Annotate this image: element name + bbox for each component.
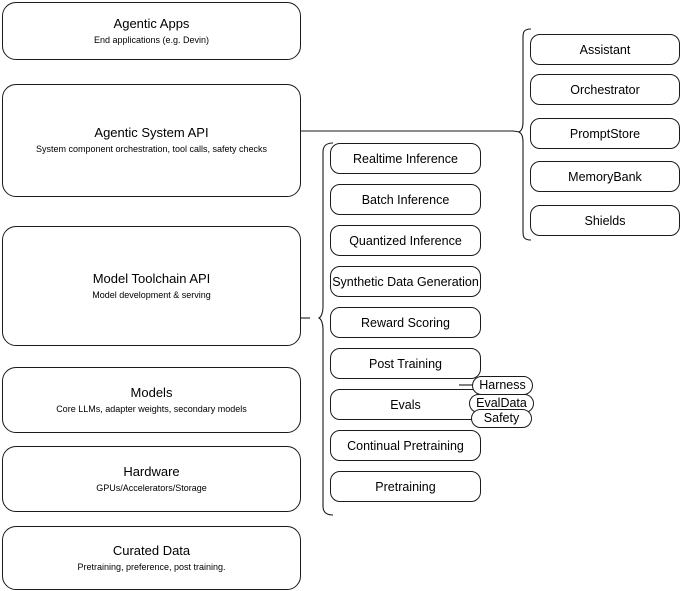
- layer-title: Agentic Apps: [113, 15, 190, 31]
- capability-label: Synthetic Data Generation: [332, 274, 479, 289]
- capability-label: Post Training: [369, 356, 442, 371]
- layer-title: Agentic System API: [94, 125, 209, 140]
- layer-title: Model Toolchain API: [92, 270, 211, 286]
- capability-continual-pretraining[interactable]: Continual Pretraining: [330, 430, 481, 461]
- capability-label: Evals: [390, 397, 421, 412]
- capability-reward-scoring[interactable]: Reward Scoring: [330, 307, 481, 338]
- agentic-component-label: MemoryBank: [568, 169, 642, 184]
- agentic-component-label: Assistant: [579, 42, 631, 57]
- capability-label: Continual Pretraining: [347, 438, 464, 453]
- layer-model-toolchain-api[interactable]: Model Toolchain API Model development & …: [2, 226, 301, 346]
- layer-title: Hardware: [123, 463, 180, 479]
- capability-label: Pretraining: [375, 479, 436, 494]
- capability-label: Reward Scoring: [361, 315, 450, 330]
- capability-batch-inference[interactable]: Batch Inference: [330, 184, 481, 215]
- layer-subtitle: End applications (e.g. Devin): [93, 34, 210, 45]
- capability-realtime-inference[interactable]: Realtime Inference: [330, 143, 481, 174]
- agentic-component-assistant[interactable]: Assistant: [530, 34, 680, 65]
- layer-agentic-system-api[interactable]: Agentic System API System component orch…: [2, 84, 301, 197]
- layer-subtitle: Core LLMs, adapter weights, secondary mo…: [56, 403, 247, 414]
- agentic-component-label: Orchestrator: [570, 82, 640, 97]
- capability-label: Batch Inference: [361, 192, 450, 207]
- agentic-component-orchestrator[interactable]: Orchestrator: [530, 74, 680, 105]
- layer-hardware[interactable]: Hardware GPUs/Accelerators/Storage: [2, 446, 301, 512]
- capability-evals[interactable]: Evals: [330, 389, 481, 420]
- layer-curated-data[interactable]: Curated Data Pretraining, preference, po…: [2, 526, 301, 590]
- capability-synthetic-data-generation[interactable]: Synthetic Data Generation: [330, 266, 481, 297]
- layer-models[interactable]: Models Core LLMs, adapter weights, secon…: [2, 367, 301, 433]
- evals-subcomponent-safety[interactable]: Safety: [471, 409, 532, 428]
- agentic-component-label: PromptStore: [569, 126, 641, 141]
- evals-subcomponent-harness[interactable]: Harness: [472, 376, 533, 395]
- capability-pretraining[interactable]: Pretraining: [330, 471, 481, 502]
- layer-subtitle: GPUs/Accelerators/Storage: [96, 482, 207, 493]
- agentic-component-label: Shields: [584, 213, 626, 228]
- capability-post-training[interactable]: Post Training: [330, 348, 481, 379]
- layer-subtitle: Pretraining, preference, post training.: [77, 561, 226, 572]
- agentic-component-memorybank[interactable]: MemoryBank: [530, 161, 680, 192]
- agentic-component-shields[interactable]: Shields: [530, 205, 680, 236]
- layer-title: Models: [130, 384, 173, 400]
- agentic-component-promptstore[interactable]: PromptStore: [530, 118, 680, 149]
- capability-quantized-inference[interactable]: Quantized Inference: [330, 225, 481, 256]
- layer-title: Curated Data: [112, 542, 191, 558]
- capability-label: Realtime Inference: [353, 151, 458, 166]
- layer-subtitle: System component orchestration, tool cal…: [35, 144, 268, 154]
- layer-subtitle: Model development & serving: [92, 289, 211, 300]
- connector-agentic-system-to-components: [301, 130, 521, 133]
- layer-agentic-apps[interactable]: Agentic Apps End applications (e.g. Devi…: [2, 2, 301, 60]
- capability-label: Quantized Inference: [349, 233, 462, 248]
